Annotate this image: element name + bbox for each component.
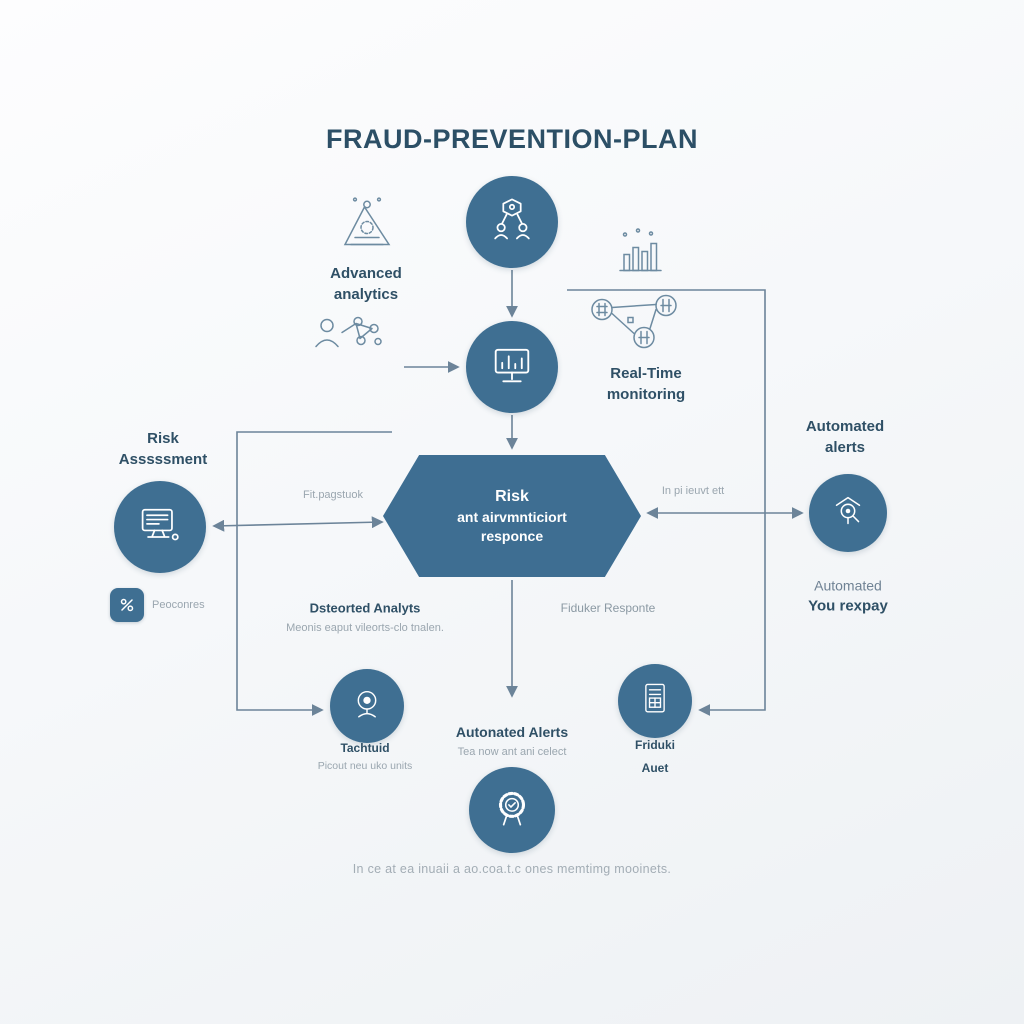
risk-response-hexagon: Risk ant airvmnticiort responce [383,455,641,577]
hexagon-line3: responce [480,528,544,544]
monitoring-node [466,321,558,413]
left-arrow-label: Fit.pagstuok [303,489,363,501]
person-network-icon [310,311,396,366]
alert-monitor-icon [826,489,870,538]
certification-badge-node [469,767,555,853]
badge-rosette-icon [488,784,536,837]
footer-caption: In ce at ea inuaii a ao.coa.t.c ones mem… [352,862,672,876]
monitor-chart-icon [487,340,537,395]
bottom-center-title: Autonated Alerts [455,724,569,740]
bottom-right-sub: Auet [641,761,669,775]
automated-alerts-label: Automated alerts [805,418,885,456]
hexagon-line2: ant airvmnticiort [457,509,567,525]
right-arrow-label: In pi ieuvt ett [661,485,725,497]
document-icon [634,678,676,725]
page-title: FRAUD-PREVENTION-PLAN [326,124,698,154]
percent-badge-icon [110,588,144,622]
advanced-analytics-label: Advanced analytics [330,265,402,303]
risk-assessment-label: Risk Asssssment [118,430,208,468]
fraud-camera-node [330,669,404,743]
analytics-pyramid-icon [331,195,403,266]
network-people-icon [487,195,537,250]
badge-label: Peoconres [152,599,205,611]
bottom-center-sub: Tea now ant ani celect [457,746,567,758]
risk-assessment-node [114,481,206,573]
network-coins-icon [580,292,700,369]
hexagon-line1: Risk [495,488,529,505]
bottom-right-title: Friduki [634,738,676,752]
automated-response-label: Automated You rexpay [808,577,888,615]
detected-analytics-sub: Meonis eaput vileorts-clo tnalen. [286,622,444,634]
detection-node [466,176,558,268]
detected-analytics-label: Dsteorted Analyts [309,600,421,616]
camera-icon [346,683,388,730]
desktop-computer-icon [135,500,185,555]
fraud-audit-node [618,664,692,738]
fraud-response-label: Fiduker Responte [560,601,656,615]
bar-chart-icon [609,225,667,288]
bottom-left-sub: Picout neu uko units [317,760,413,772]
bottom-left-title: Tachtuid [340,741,390,755]
automated-alerts-node [809,474,887,552]
real-time-monitoring-label: Real-Time monitoring [606,365,686,403]
